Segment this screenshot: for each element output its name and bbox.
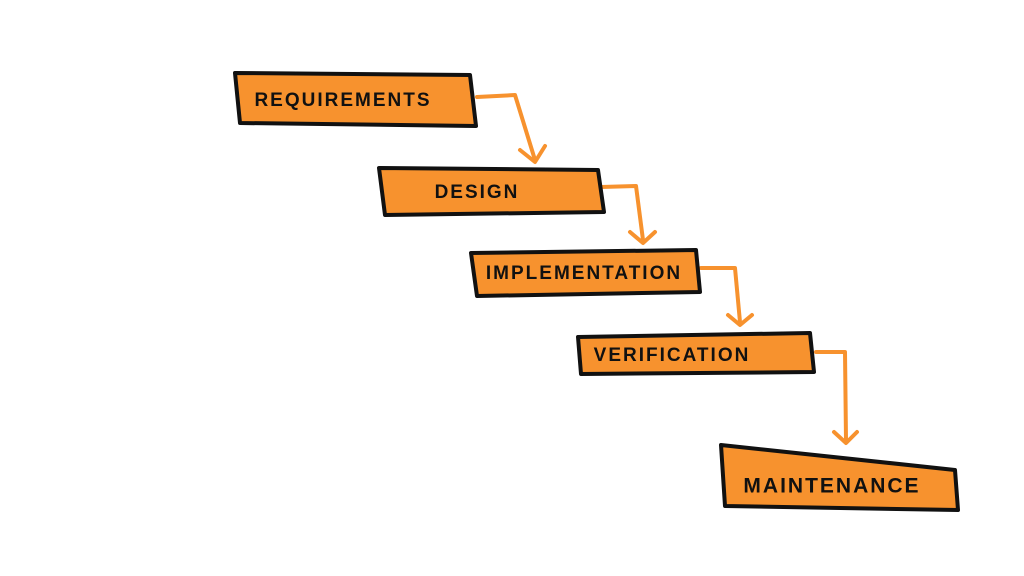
stage-maintenance: MAINTENANCE [719, 443, 960, 512]
arrow-requirements-to-design [475, 93, 547, 164]
arrow-verification-to-maintenance [814, 350, 859, 445]
stage-design: DESIGN [377, 166, 606, 217]
stage-label: IMPLEMENTATION [486, 263, 682, 284]
arrow-design-to-implementation [599, 184, 657, 245]
arrow-implementation-to-verification [699, 266, 754, 327]
stage-requirements: REQUIREMENTS [233, 71, 478, 128]
stage-label: VERIFICATION [594, 345, 751, 366]
stage-implementation: IMPLEMENTATION [469, 248, 702, 298]
stage-label: DESIGN [435, 182, 520, 203]
stage-verification: VERIFICATION [576, 331, 816, 376]
stage-label: REQUIREMENTS [254, 90, 431, 111]
stage-label: MAINTENANCE [743, 475, 920, 498]
